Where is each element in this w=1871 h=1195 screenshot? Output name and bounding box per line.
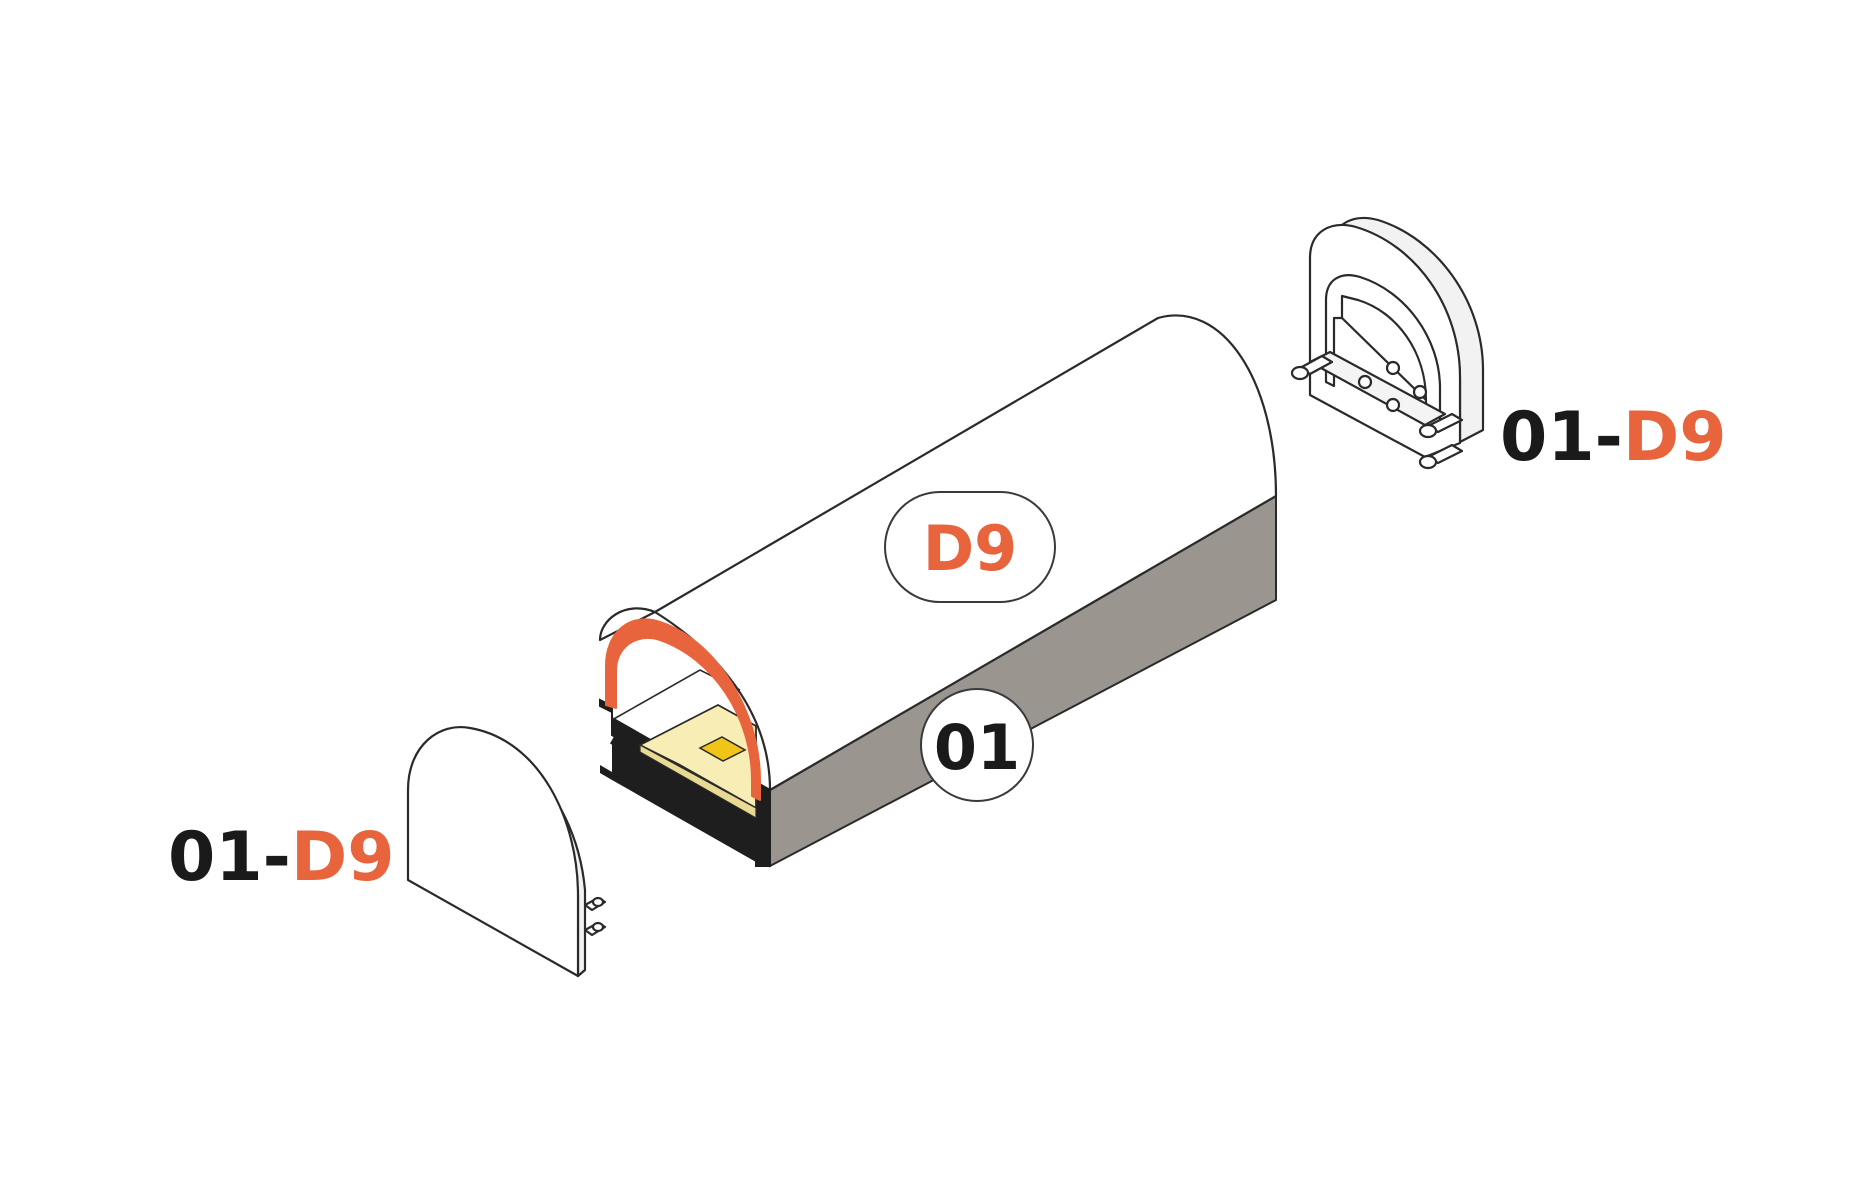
end-cap-right-label-prefix: 01- xyxy=(1500,398,1623,477)
end-cap-left-label-prefix: 01- xyxy=(168,818,291,897)
end-cap-pin xyxy=(583,896,607,912)
profile-label: 01 xyxy=(934,711,1020,784)
end-cap-right-label-suffix: D9 xyxy=(1623,398,1727,477)
end-cap-pin xyxy=(583,921,607,937)
profile-end-section xyxy=(599,698,771,867)
end-cap-left-label-suffix: D9 xyxy=(291,818,395,897)
end-cap-left xyxy=(406,725,607,978)
end-cap-face xyxy=(406,725,580,978)
end-cap-right-label: 01-D9 xyxy=(1500,398,1727,477)
diffuser-cross-section xyxy=(605,618,761,801)
end-cap-pin xyxy=(1290,354,1334,381)
end-cap-right xyxy=(1290,216,1485,470)
end-cap-left-label: 01-D9 xyxy=(168,818,395,897)
profile-badge: 01 xyxy=(920,688,1034,802)
end-cap-pin xyxy=(1418,412,1464,439)
end-cap-pin xyxy=(1418,443,1464,470)
cover-badge: D9 xyxy=(884,491,1056,603)
cover-label: D9 xyxy=(923,512,1018,585)
led-chip xyxy=(698,736,747,762)
